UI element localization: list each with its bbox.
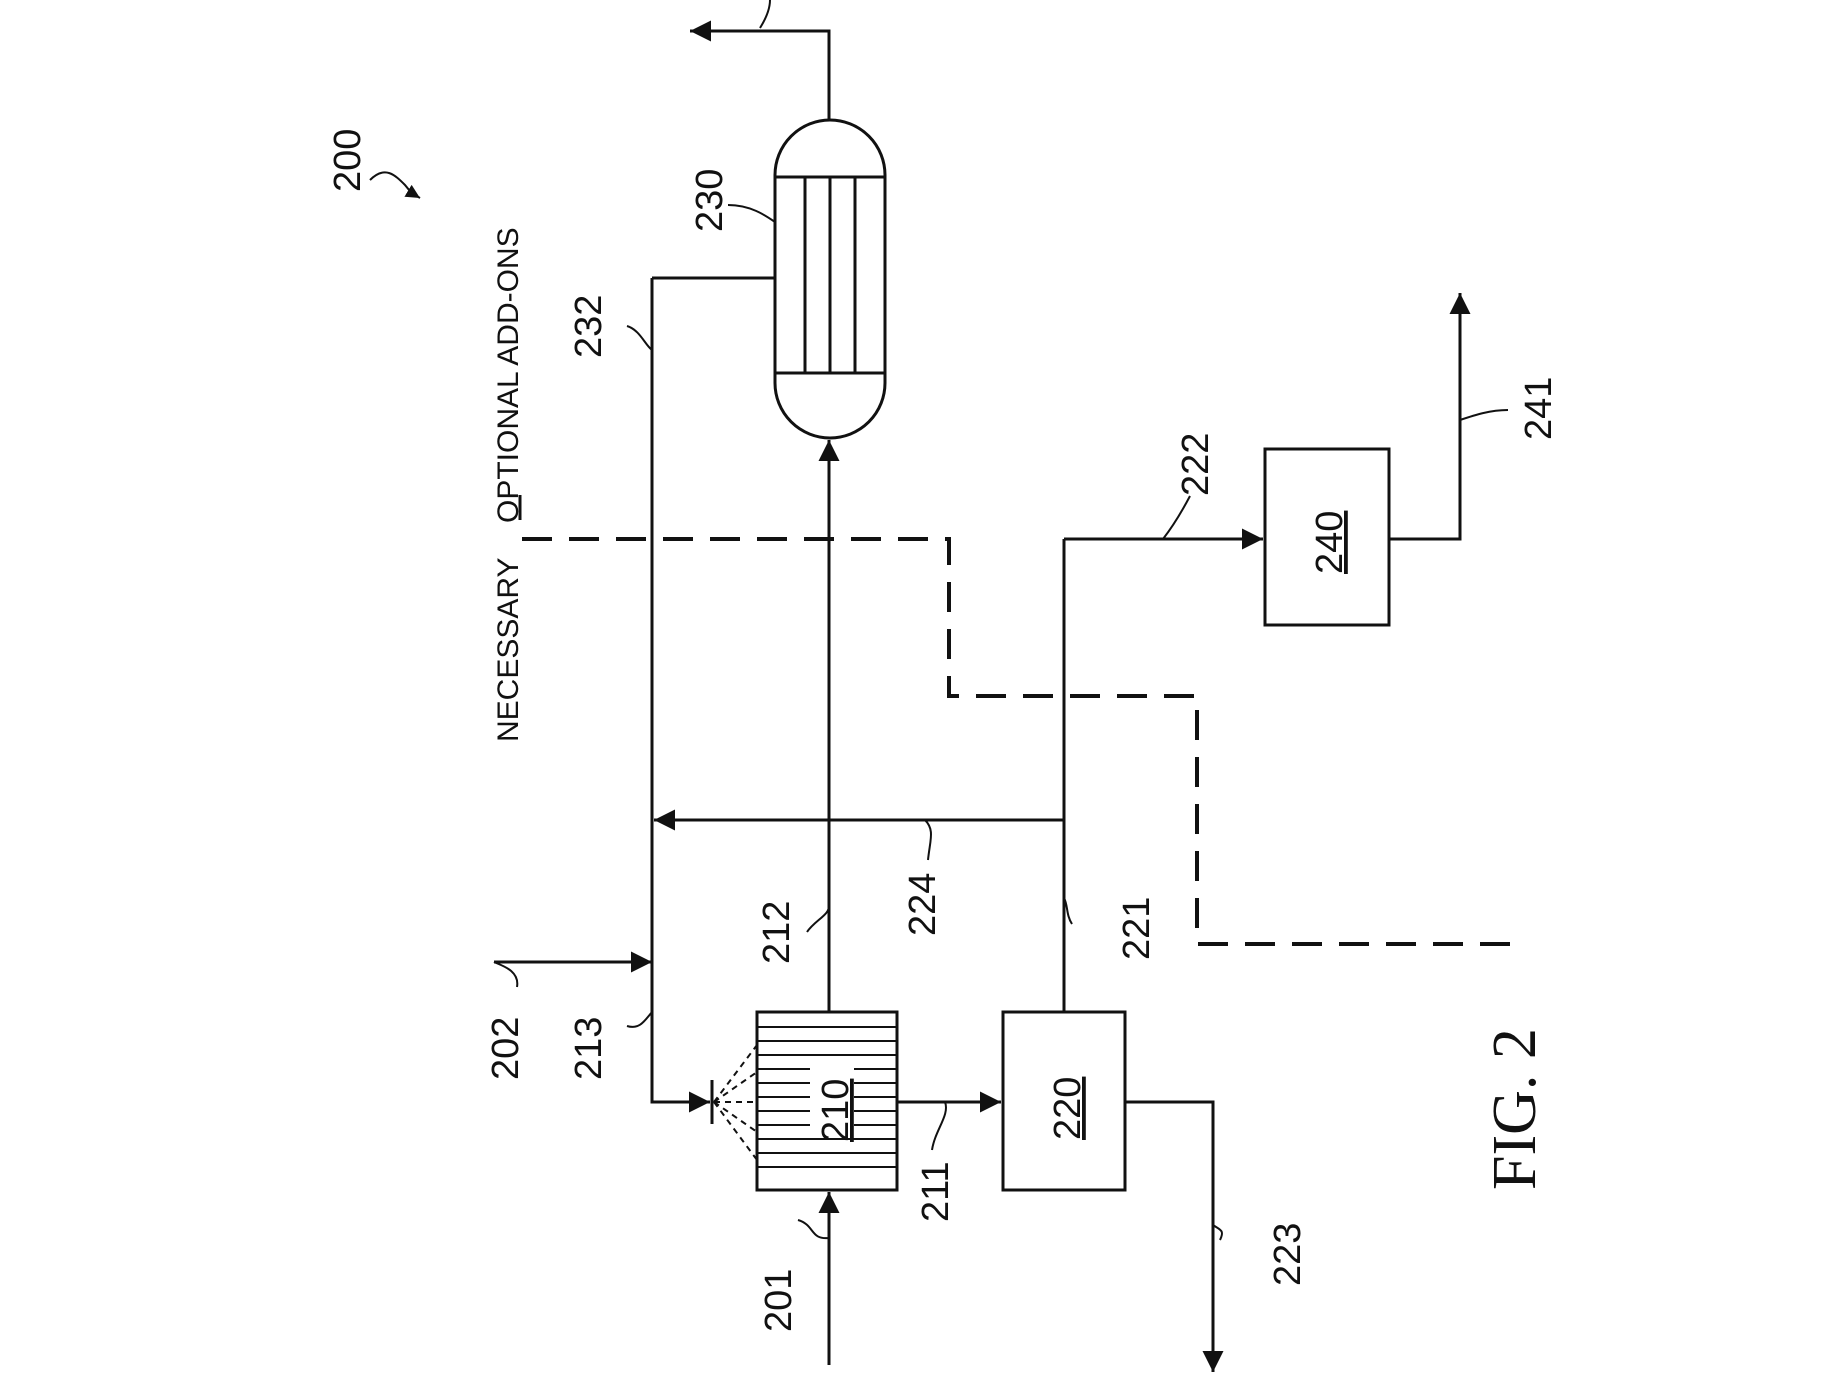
label-224: 224 xyxy=(902,873,944,936)
label-210: 210 xyxy=(815,1079,857,1142)
stream-241 xyxy=(1389,293,1471,541)
leader-212 xyxy=(806,904,830,933)
stream-230-top-outlet xyxy=(690,20,831,120)
label-202: 202 xyxy=(485,1017,527,1080)
unit-210 xyxy=(710,1010,899,1192)
label-222: 222 xyxy=(1175,433,1217,496)
label-221: 221 xyxy=(1116,897,1158,960)
label-200: 200 xyxy=(327,129,369,192)
label-201: 201 xyxy=(758,1269,800,1332)
label-220: 220 xyxy=(1047,1077,1089,1140)
unit-230 xyxy=(773,118,887,440)
label-241: 241 xyxy=(1518,377,1560,440)
stream-223 xyxy=(1125,1100,1224,1372)
leader-230 xyxy=(727,204,776,223)
leader-224 xyxy=(924,819,932,861)
leader-top-outlet xyxy=(759,0,771,29)
stream-213 xyxy=(650,278,710,1113)
leader-213 xyxy=(626,1011,653,1028)
label-212: 212 xyxy=(756,901,798,964)
leader-222 xyxy=(1162,495,1191,540)
label-211: 211 xyxy=(915,1161,957,1222)
leader-200 xyxy=(369,171,421,199)
zone-boundary-line xyxy=(522,537,1515,946)
leader-211 xyxy=(931,1101,947,1151)
label-240: 240 xyxy=(1309,511,1351,574)
label-213: 213 xyxy=(568,1017,610,1080)
leader-202 xyxy=(493,961,519,988)
label-232: 232 xyxy=(568,295,610,358)
leader-201 xyxy=(797,1219,830,1240)
label-230: 230 xyxy=(689,169,731,232)
figure-title: FIG. 2 xyxy=(1481,1028,1549,1190)
zone-label-necessary: NECESSARY xyxy=(492,557,525,742)
leader-232 xyxy=(626,325,653,351)
leader-223 xyxy=(1212,1224,1223,1241)
leader-241 xyxy=(1459,409,1509,421)
zone-label-optional: OPTIONAL ADD-ONS xyxy=(492,227,525,523)
leader-221 xyxy=(1063,897,1073,925)
unit-240 xyxy=(1263,447,1391,627)
label-223: 223 xyxy=(1267,1223,1309,1286)
